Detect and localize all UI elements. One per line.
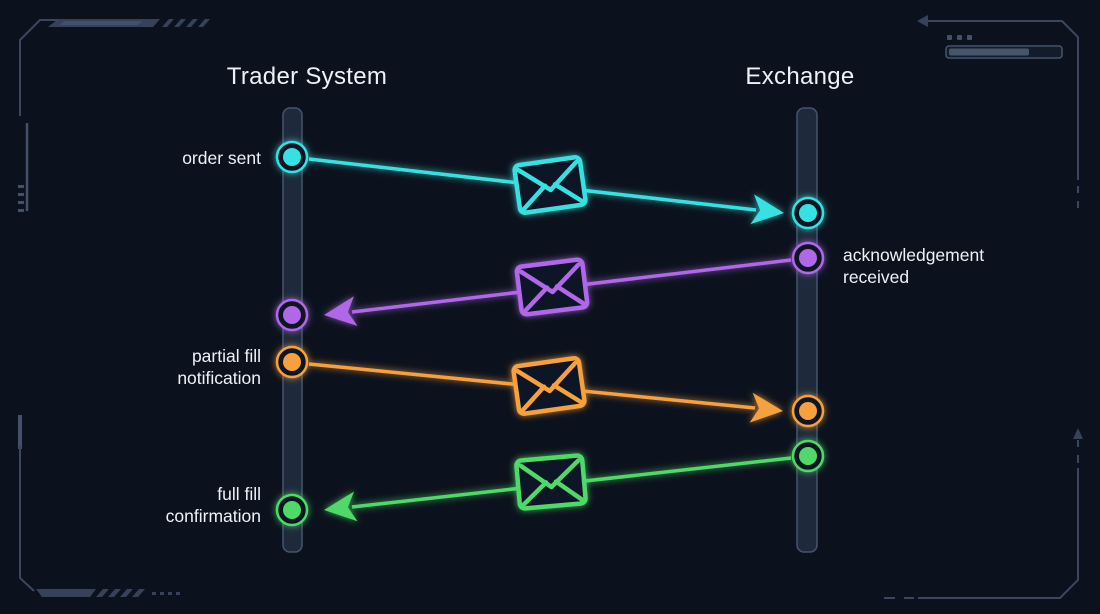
hud-frame-bottom-right [884, 428, 1083, 599]
hud-up-arrow-icon [1073, 428, 1083, 439]
event-node [791, 439, 825, 473]
hud-corner-line [19, 19, 58, 116]
envelope-icon [514, 257, 590, 317]
message-partial-fill-notification [275, 345, 825, 428]
arrowhead-icon [750, 194, 784, 225]
label-partial-fill-line1: partial fill [192, 346, 261, 366]
hud-side-segment [18, 415, 22, 449]
label-acknowledgement-received-line2: received [843, 267, 909, 287]
lifeline-exchange [796, 107, 818, 553]
envelope-icon [514, 453, 588, 511]
message-acknowledgement-received [275, 241, 825, 332]
event-node [791, 241, 825, 275]
actor-title-exchange: Exchange [745, 63, 854, 90]
arrowhead-icon [749, 392, 783, 423]
event-node [275, 140, 309, 174]
envelope-icon [512, 155, 588, 215]
hud-slashes [96, 589, 145, 597]
event-node [275, 493, 309, 527]
actor-title-trader-system: Trader System [227, 63, 387, 90]
label-full-fill-line2: confirmation [166, 506, 261, 526]
label-acknowledgement-received-line1: acknowledgement [843, 245, 984, 265]
hud-bar-inner [60, 21, 142, 25]
progress-bar-fill [949, 48, 1029, 56]
hud-frame-top-left [18, 19, 210, 212]
arrowhead-icon [324, 491, 358, 522]
hud-bar [36, 589, 96, 597]
hud-slashes [162, 19, 210, 27]
hud-ticks [18, 185, 24, 212]
hud-corner-line [928, 20, 1079, 180]
hud-frame-bottom-left [18, 415, 180, 597]
event-node [791, 394, 825, 428]
hud-corner-line [918, 468, 1079, 599]
hud-dots [947, 35, 972, 40]
label-partial-fill-line2: notification [177, 368, 261, 388]
hud-frame-top-right [917, 15, 1079, 214]
arrowhead-icon [324, 296, 358, 327]
label-full-fill-line1: full fill [217, 484, 261, 504]
event-node [791, 196, 825, 230]
envelope-icon [511, 356, 587, 416]
message-full-fill-confirmation [275, 439, 825, 527]
hud-left-arrow-icon [917, 15, 928, 27]
event-node [275, 298, 309, 332]
message-order-sent [275, 140, 825, 230]
label-order-sent: order sent [182, 148, 261, 168]
hud-dots [152, 592, 180, 595]
hud-corner-line [19, 445, 35, 592]
event-node [275, 345, 309, 379]
